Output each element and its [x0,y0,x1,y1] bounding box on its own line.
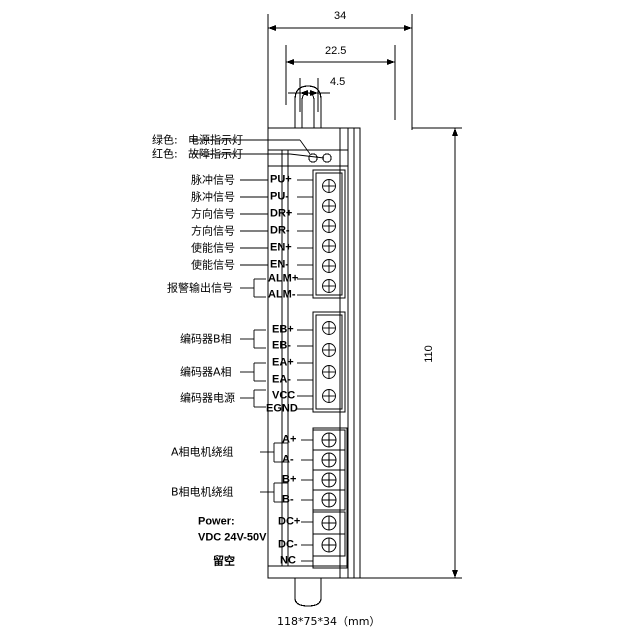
power-label-line2: VDC 24V-50V [198,531,267,544]
encoder-label-phase-a: 编码器A相 [180,365,232,379]
indicator-green-color: 绿色: [152,133,178,147]
terminal-en-minus: EN- [270,258,289,271]
terminal-pu-plus: PU+ [270,173,292,186]
power-label-nc: 留空 [213,554,235,568]
terminal-alm-minus: ALM- [268,288,296,301]
encoder-label-power: 编码器电源 [180,391,235,405]
terminal-b-minus: B- [282,493,294,506]
terminal-en-plus: EN+ [270,241,292,254]
power-label-line1: Power: [198,515,235,528]
terminal-egnd: EGND [266,402,298,415]
indicator-red-text: 故障指示灯 [188,147,243,161]
indicator-green-text: 电源指示灯 [188,133,243,147]
dimension-hole-spacing: 22.5 [325,45,347,57]
signal-label-dir-plus: 方向信号 [191,207,235,221]
dimension-width: 34 [334,10,347,22]
signal-label-pulse-minus: 脉冲信号 [191,190,235,204]
terminal-alm-plus: ALM+ [268,272,299,285]
dimension-height: 110 [422,345,435,363]
terminal-ea-plus: EA+ [272,356,294,369]
signal-label-pulse-plus: 脉冲信号 [191,173,235,187]
terminal-a-plus: A+ [282,433,297,446]
signal-label-enable-plus: 使能信号 [191,241,235,255]
encoder-label-phase-b: 编码器B相 [180,332,232,346]
motor-label-phase-b-winding: B相电机绕组 [171,485,234,499]
terminal-b-plus: B+ [282,473,297,486]
terminal-eb-plus: EB+ [272,323,294,336]
indicator-red-color: 红色: [152,147,178,161]
terminal-pu-minus: PU- [270,190,289,203]
terminal-dc-minus: DC- [278,538,298,551]
terminal-dc-plus: DC+ [278,515,301,528]
footer-caption: 118*75*34（mm） [277,615,381,628]
terminal-a-minus: A- [282,453,294,466]
terminal-ea-minus: EA- [272,373,291,386]
terminal-vcc: VCC [272,389,296,402]
motor-label-phase-a-winding: A相电机绕组 [171,445,234,459]
signal-label-enable-minus: 使能信号 [191,258,235,272]
dimension-hole-diameter: 4.5 [330,76,346,88]
terminal-dr-minus: DR- [270,224,290,237]
terminal-nc: NC [280,554,296,567]
signal-label-alarm-output: 报警输出信号 [167,281,233,295]
signal-label-dir-minus: 方向信号 [191,224,235,238]
terminal-eb-minus: EB- [272,339,291,352]
terminal-dr-plus: DR+ [270,207,293,220]
